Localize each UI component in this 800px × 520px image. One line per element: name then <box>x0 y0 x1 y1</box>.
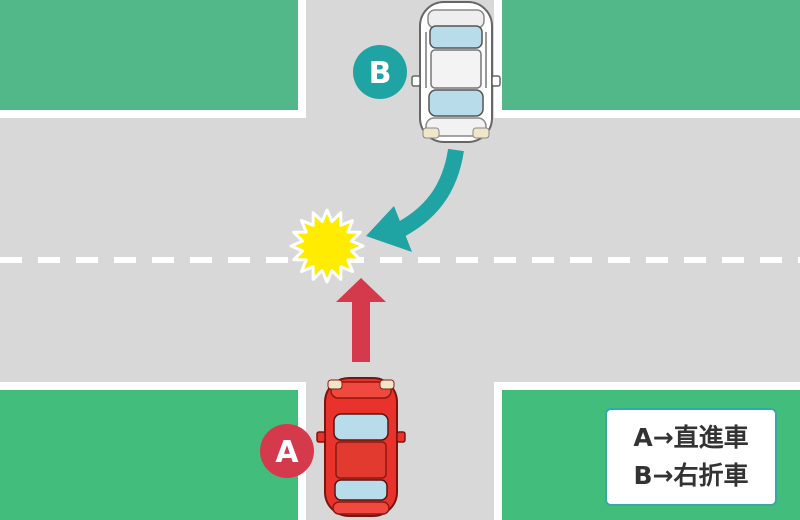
badge-a: A <box>260 424 314 478</box>
legend-box: A→直進車 B→右折車 <box>605 408 777 506</box>
corner-bottom-left <box>0 382 306 520</box>
badge-b: B <box>353 45 407 99</box>
car-icon <box>316 377 406 517</box>
badge-a-label: A <box>275 435 299 470</box>
car-b <box>411 1 501 143</box>
collision-burst-icon <box>289 208 365 284</box>
badge-b-label: B <box>369 56 392 91</box>
corner-top-left <box>0 0 306 118</box>
legend-line-b: B→右折車 <box>633 461 749 490</box>
legend-line-a: A→直進車 <box>633 423 749 452</box>
car-a <box>316 377 406 517</box>
grass-bottom-left <box>0 390 298 520</box>
car-icon <box>411 1 501 143</box>
corner-top-right <box>494 0 800 118</box>
grass-top-left <box>0 0 298 110</box>
arrow-b-right-turn-icon <box>366 148 464 252</box>
arrow-a-straight-icon <box>336 278 386 362</box>
grass-top-right <box>502 0 800 110</box>
